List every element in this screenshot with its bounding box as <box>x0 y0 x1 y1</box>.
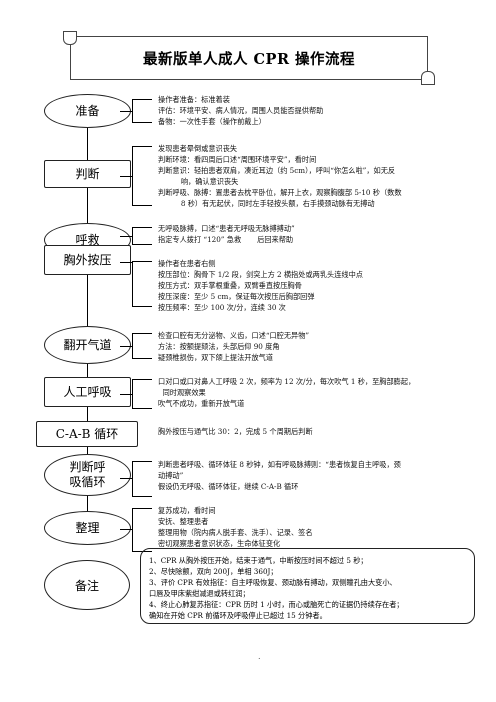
page-title: 最新版单人成人 CPR 操作流程 <box>142 50 356 68</box>
detail-line: 胸外按压与通气比 30：2，完成 5 个周期后判断 <box>158 427 313 436</box>
note-line: 1、CPR 从胸外按压开始，结束于通气，中断按压时间不超过 5 秒； <box>149 556 368 565</box>
step-reassess: 判断呼 吸循环 <box>44 454 131 496</box>
step-label: 呼救 <box>75 232 100 247</box>
detail-line: 备物：一次性手套（操作前戴上） <box>158 117 266 126</box>
detail-line: 按压部位：胸骨下 1/2 段，剑突上方 2 横指处或两乳头连线中点 <box>158 270 363 279</box>
detail-line: 判断呼吸、脉搏：置患者去枕平卧位，解开上衣，观察胸腹部 5-10 秒（数数 <box>158 188 402 197</box>
note-line: 4、终止心肺复苏指征：CPR 历时 1 小时，而心或脑死亡的证据仍持续存在者； <box>149 600 404 609</box>
step-label: 胸外按压 <box>63 252 112 267</box>
step-cab-cycle: C-A-B 循环 <box>36 421 138 447</box>
detail-line: 安抚、整理患者 <box>158 517 209 526</box>
detail-bracket <box>120 379 152 409</box>
detail-bracket <box>120 261 152 307</box>
step-label: C-A-B 循环 <box>55 426 119 441</box>
step-chest-compression: 胸外按压 <box>44 245 131 275</box>
footer-mark: . <box>258 652 261 661</box>
notes-box: 1、CPR 从胸外按压开始，结束于通气，中断按压时间不超过 5 秒； 2、尽快除… <box>140 548 475 624</box>
step-details: 操作者在患者右侧 按压部位：胸骨下 1/2 段，剑突上方 2 横指处或两乳头连线… <box>158 258 478 313</box>
detail-line: 方法：按额提颏法，头部后仰 90 度角 <box>158 342 280 351</box>
detail-line: 口对口或口对鼻人工呼吸 2 次，频率为 12 次/分，每次吹气 1 秒，至胸部膨… <box>158 377 416 386</box>
step-label: 人工呼吸 <box>63 384 112 399</box>
detail-line: 判断意识：轻拍患者双肩，凑近耳边（约 5cm），呼叫“你怎么啦”，如无反 <box>158 166 396 175</box>
step-details: 口对口或口对鼻人工呼吸 2 次，频率为 12 次/分，每次吹气 1 秒，至胸部膨… <box>158 376 478 409</box>
step-assess: 判断 <box>44 160 131 188</box>
detail-line: 发现患者晕倒或意识丧失 <box>158 144 238 153</box>
detail-line: 吹气不成功，重新开放气道 <box>158 399 245 408</box>
detail-line: 无呼吸脉搏，口述“患者无呼吸无脉搏搏动” <box>158 224 295 233</box>
detail-bracket <box>120 99 152 123</box>
detail-line: 判断患者呼吸、循环体征 8 秒钟，如有呼吸脉搏则：“患者恢复自主呼吸，颈 <box>158 460 401 469</box>
title-banner: 最新版单人成人 CPR 操作流程 <box>63 31 435 85</box>
note-line: 3、评价 CPR 有效指征：自主呼吸恢复、颈动脉有搏动，双侧瞳孔由大变小、 <box>149 578 397 587</box>
step-details: 发现患者晕倒或意识丧失 判断环境：看四周后口述“周围环境平安”，看时间 判断意识… <box>158 143 478 209</box>
step-wrap-up: 整理 <box>44 511 131 545</box>
step-details: 复苏成功，看时间 安抚、整理患者 整理用物（院内病人脱手套、洗手）、记录、签名 … <box>158 505 478 549</box>
flow-connector <box>87 118 88 526</box>
step-details: 操作者准备：标准着装 评估：环境平安、病人情况，周围人员能否提供帮助 备物：一次… <box>158 94 478 127</box>
detail-line: 8 秒）有无起伏，同时左手轻按头额，右手摸颈动脉有无搏动 <box>158 199 375 208</box>
step-label: 翻开气道 <box>63 337 112 352</box>
step-details: 判断患者呼吸、循环体征 8 秒钟，如有呼吸脉搏则：“患者恢复自主呼吸，颈 动搏动… <box>158 459 478 492</box>
note-line: 确知在开始 CPR 前循环及呼吸停止已超过 15 分钟者。 <box>149 611 327 620</box>
step-details: 无呼吸脉搏，口述“患者无呼吸无脉搏搏动” 指定专人拨打 “120” 急救 后回来… <box>158 223 478 245</box>
detail-bracket <box>120 333 152 359</box>
step-rescue-breathing: 人工呼吸 <box>44 377 131 407</box>
detail-bracket <box>120 227 152 245</box>
detail-line: 动搏动” <box>158 471 184 480</box>
detail-line: 操作者在患者右侧 <box>158 259 216 268</box>
detail-line: 整理用物（院内病人脱手套、洗手）、记录、签名 <box>158 528 313 537</box>
notes-section: 备注 1、CPR 从胸外按压开始，结束于通气，中断按压时间不超过 5 秒； 2、… <box>44 548 478 626</box>
step-label: 整理 <box>75 520 100 535</box>
step-label: 准备 <box>75 103 100 118</box>
detail-line: 操作者准备：标准着装 <box>158 95 230 104</box>
detail-line: 按压深度：至少 5 cm，保证每次按压后胸部回弹 <box>158 292 315 301</box>
banner-curl <box>421 71 435 85</box>
step-details: 检查口腔有无分泌物、义齿，口述“口腔无异物” 方法：按额提颏法，头部后仰 90 … <box>158 330 478 363</box>
notes-label-text: 备注 <box>74 578 99 593</box>
note-line: 2、尽快除颤，双向 200J，单相 360J； <box>149 567 278 576</box>
step-details: 胸外按压与通气比 30：2，完成 5 个周期后判断 <box>158 426 478 437</box>
detail-line: 假设仍无呼吸、循环体征，继续 C-A-B 循环 <box>158 482 299 491</box>
step-label: 判断呼 吸循环 <box>69 460 106 489</box>
detail-bracket <box>120 146 152 206</box>
detail-line: 按压方式：双手掌根重叠，双臂垂直按压胸骨 <box>158 281 302 290</box>
notes-label: 备注 <box>44 560 130 610</box>
detail-line: 判断环境：看四周后口述“周围环境平安”，看时间 <box>158 155 317 164</box>
detail-bracket <box>120 508 152 552</box>
step-open-airway: 翻开气道 <box>44 326 131 364</box>
detail-line: 密切观察患者意识状态，生命体征变化 <box>158 539 281 548</box>
note-line: 口唇及甲床紫绀减退或转红润； <box>149 589 250 598</box>
banner-curl <box>63 31 77 45</box>
detail-line: 检查口腔有无分泌物、义齿，口述“口腔无异物” <box>158 331 310 340</box>
step-prepare: 准备 <box>44 94 131 128</box>
step-label: 判断 <box>75 166 100 181</box>
detail-line: 疑颈椎损伤，双下颌上提法开放气道 <box>158 353 274 362</box>
detail-line: 响，确认意识丧失 <box>158 177 239 186</box>
detail-line: 评估：环境平安、病人情况，周围人员能否提供帮助 <box>158 106 324 115</box>
detail-bracket <box>120 461 152 497</box>
detail-line: 指定专人拨打 “120” 急救 后回来帮助 <box>158 235 294 244</box>
detail-line: 复苏成功，看时间 <box>158 506 216 515</box>
detail-line: 同时观察效果 <box>158 388 206 397</box>
detail-line: 按压频率：至少 100 次/分，连续 30 次 <box>158 303 286 312</box>
